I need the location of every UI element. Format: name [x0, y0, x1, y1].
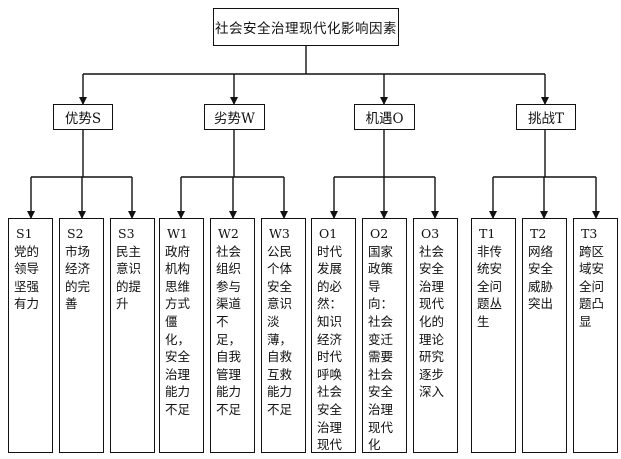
factor-text: 社会组织参与渠道不足，自我管理能力不足	[216, 243, 242, 417]
category-strengths: 优势S	[53, 104, 113, 130]
factor-text: 党的领导坚强有力	[14, 243, 40, 312]
category-threats: 挑战T	[516, 104, 576, 130]
factor-text: 国家政策导向：社会变迁需要社会安全治理现代化	[368, 243, 394, 453]
factor-code: O3	[421, 226, 440, 241]
factor-code: S3	[118, 226, 135, 241]
factor-text: 时代发展的必然：知识经济时代呼唤社会安全治理现代化	[317, 243, 343, 453]
factor-w2: W2 社会组织参与渠道不足，自我管理能力不足	[210, 218, 255, 453]
factor-code: S2	[67, 226, 84, 241]
factor-code: T1	[479, 226, 496, 241]
factor-text: 公民个体安全意识淡薄，自救互救能力不足	[267, 243, 293, 417]
factor-code: W2	[218, 226, 239, 241]
category-label: 机遇O	[365, 111, 404, 127]
factor-t2: T2 网络安全威胁突出	[522, 218, 567, 453]
factor-w1: W1 政府机构思维方式僵化，安全治理能力不足	[159, 218, 204, 453]
factor-text: 社会安全治理现代化的理论研究逐步深入	[419, 243, 445, 400]
category-label: 优势S	[64, 111, 102, 127]
factor-w3: W3 公民个体安全意识淡薄，自救互救能力不足	[261, 218, 306, 453]
factor-code: T3	[581, 226, 598, 241]
category-opportunities: 机遇O	[354, 104, 415, 130]
factor-text: 政府机构思维方式僵化，安全治理能力不足	[165, 243, 191, 417]
factor-code: W3	[269, 226, 290, 241]
factor-s1: S1 党的领导坚强有力	[8, 218, 53, 453]
category-label: 劣势W	[214, 111, 255, 127]
factor-o2: O2 国家政策导向：社会变迁需要社会安全治理现代化	[362, 218, 407, 453]
factor-code: W1	[167, 226, 188, 241]
factor-o3: O3 社会安全治理现代化的理论研究逐步深入	[413, 218, 458, 453]
factor-code: S1	[16, 226, 33, 241]
factor-s3: S3 民主意识的提升	[110, 218, 155, 453]
factor-text: 市场经济的完善	[65, 243, 91, 312]
factor-s2: S2 市场经济的完善	[59, 218, 104, 453]
factor-t1: T1 非传统安全问题丛生	[471, 218, 516, 453]
root-title: 社会安全治理现代化影响因素	[215, 21, 397, 37]
factor-code: T2	[530, 226, 547, 241]
factor-text: 网络安全威胁突出	[528, 243, 554, 312]
category-label: 挑战T	[527, 111, 564, 127]
category-weaknesses: 劣势W	[204, 104, 265, 130]
factor-code: O2	[370, 226, 389, 241]
factor-o1: O1 时代发展的必然：知识经济时代呼唤社会安全治理现代化	[311, 218, 356, 453]
factor-text: 非传统安全问题丛生	[477, 243, 503, 329]
factor-t3: T3 跨区域安全问题凸显	[573, 218, 618, 453]
factor-code: O1	[319, 226, 338, 241]
factor-text: 跨区域安全问题凸显	[579, 243, 605, 329]
factor-text: 民主意识的提升	[116, 243, 142, 312]
root-node: 社会安全治理现代化影响因素	[213, 8, 399, 46]
